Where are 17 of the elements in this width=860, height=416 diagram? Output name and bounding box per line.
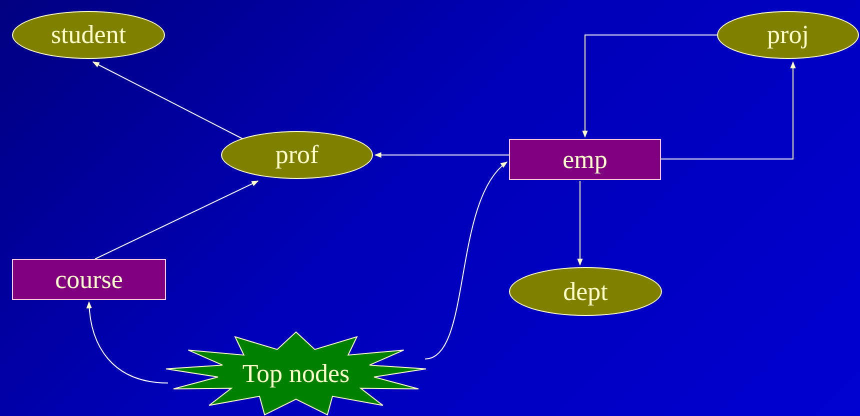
arrow xyxy=(424,162,508,360)
arrow xyxy=(582,34,718,138)
node-label: dept xyxy=(563,278,608,304)
process-box xyxy=(509,139,661,180)
node-label: Top nodes xyxy=(242,361,350,387)
node-label: course xyxy=(55,266,123,292)
node-label: emp xyxy=(562,146,608,172)
arrow xyxy=(660,61,796,160)
process-box xyxy=(12,259,166,300)
arrow xyxy=(374,152,510,158)
node-label: prof xyxy=(275,142,319,168)
node-label: student xyxy=(50,22,126,48)
arrow xyxy=(92,62,244,140)
arrow xyxy=(94,180,259,260)
arrow xyxy=(577,180,583,266)
node-label: proj xyxy=(767,22,809,48)
starburst-node xyxy=(165,332,427,416)
